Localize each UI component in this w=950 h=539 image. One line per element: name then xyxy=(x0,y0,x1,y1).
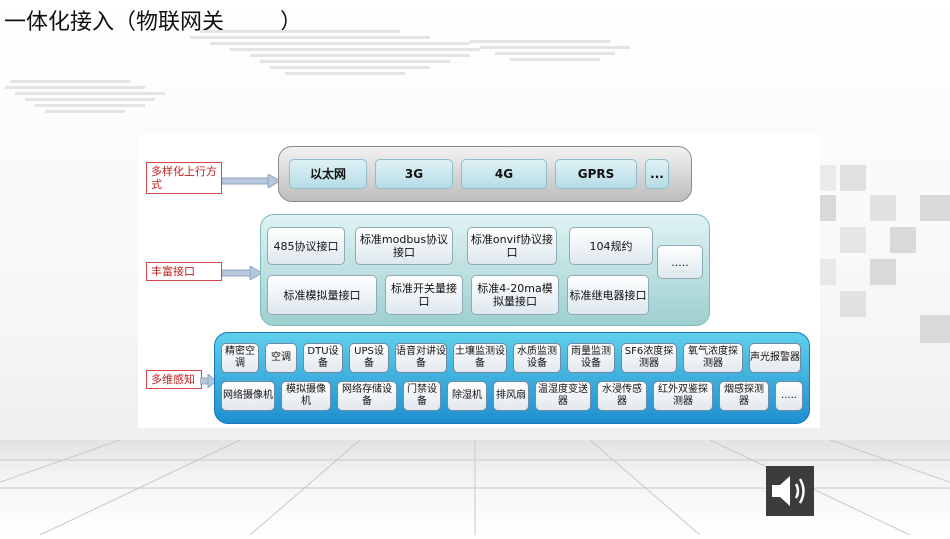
uplink-item: 4G xyxy=(461,159,547,189)
interface-item-more: ..... xyxy=(657,245,703,279)
sensing-item: 水浸传感器 xyxy=(597,381,647,411)
sensing-item: 氧气浓度探测器 xyxy=(683,343,743,373)
sensing-item: 模拟摄像机 xyxy=(281,381,331,411)
sensing-item: 雨量监测设备 xyxy=(567,343,615,373)
interface-item: 104规约 xyxy=(569,227,653,265)
interface-layer: 485协议接口 标准modbus协议接口 标准onvif协议接口 104规约 标… xyxy=(260,214,710,326)
label-sensing: 多维感知 xyxy=(146,370,202,389)
label-uplink: 多样化上行方式 xyxy=(146,162,222,194)
sensing-item: 除湿机 xyxy=(447,381,487,411)
interface-item: 标准4-20ma模拟量接口 xyxy=(471,275,559,315)
sensing-item: 温湿度变送器 xyxy=(535,381,591,411)
interface-item: 标准modbus协议接口 xyxy=(355,227,453,265)
sensing-item: 烟感探测器 xyxy=(719,381,769,411)
sensing-item: 网络摄像机 xyxy=(221,381,275,411)
arrow-right-icon xyxy=(222,174,280,188)
interface-item: 485协议接口 xyxy=(267,227,345,265)
uplink-item: 以太网 xyxy=(289,159,367,189)
page-title: 一体化接入（物联网关 ） xyxy=(4,10,302,35)
decorative-squares xyxy=(810,165,950,345)
sensing-item: 排风扇 xyxy=(493,381,529,411)
world-map-decoration xyxy=(5,30,630,113)
sensing-item-more: ..... xyxy=(775,381,803,411)
interface-item: 标准onvif协议接口 xyxy=(467,227,557,265)
sensing-item: 语音对讲设备 xyxy=(395,343,447,373)
sensing-item: 门禁设备 xyxy=(403,381,441,411)
sensing-item: 红外双鉴探测器 xyxy=(653,381,713,411)
sensing-layer: 精密空调 空调 DTU设备 UPS设备 语音对讲设备 土壤监测设备 水质监测设备… xyxy=(214,332,810,424)
speaker-icon[interactable] xyxy=(766,466,814,516)
sensing-item: 精密空调 xyxy=(221,343,259,373)
sensing-item: 水质监测设备 xyxy=(513,343,561,373)
sensing-item: SF6浓度探测器 xyxy=(621,343,677,373)
sensing-item: 网络存储设备 xyxy=(337,381,397,411)
sensing-item: 声光报警器 xyxy=(749,343,801,373)
arrow-right-icon xyxy=(200,374,216,388)
uplink-item: GPRS xyxy=(555,159,637,189)
interface-item: 标准继电器接口 xyxy=(567,275,649,315)
uplink-layer: 以太网 3G 4G GPRS ... xyxy=(278,146,692,202)
architecture-diagram: 多样化上行方式 丰富接口 多维感知 以太网 3G 4G GPRS ... 485… xyxy=(138,134,820,428)
sensing-item: 土壤监测设备 xyxy=(453,343,507,373)
uplink-item: 3G xyxy=(375,159,453,189)
sensing-item: DTU设备 xyxy=(303,343,343,373)
interface-item: 标准模拟量接口 xyxy=(267,275,377,315)
arrow-right-icon xyxy=(222,266,262,280)
sensing-item: 空调 xyxy=(265,343,297,373)
interface-item: 标准开关量接口 xyxy=(385,275,463,315)
label-interface: 丰富接口 xyxy=(146,262,222,281)
uplink-item: ... xyxy=(645,159,669,189)
sensing-item: UPS设备 xyxy=(349,343,389,373)
